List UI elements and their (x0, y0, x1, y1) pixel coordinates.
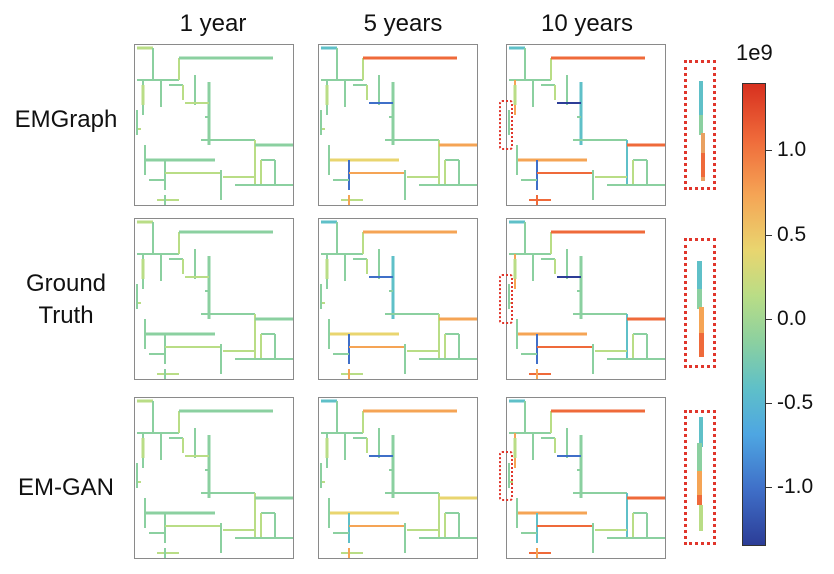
colorbar-tick-label: -0.5 (777, 390, 814, 414)
heatmap-panel-emgraph-1-year (134, 44, 294, 206)
heatmap-panel-em-gan-1-year (134, 397, 294, 559)
row-label-emgraph: EMGraph (14, 106, 118, 133)
colorbar-exponent: 1e9 (736, 40, 773, 65)
column-title-10-years: 10 years (540, 10, 634, 37)
heatmap-panel-ground-truth-10-years (506, 218, 666, 380)
row-label-em-gan: EM-GAN (18, 474, 114, 501)
column-title-1-year: 1 year (179, 10, 247, 37)
zoom-trace-em-gan (697, 417, 703, 531)
heatmap-panel-em-gan-5-years (318, 397, 478, 559)
colorbar-tick-label: 1.0 (777, 138, 807, 162)
heatmap-panel-em-gan-10-years (506, 397, 666, 559)
colorbar-tick-mark (765, 150, 772, 152)
colorbar-tick-mark (765, 318, 772, 320)
highlight-box-em-gan (499, 451, 513, 501)
heatmap-panel-emgraph-5-years (318, 44, 478, 206)
colorbar-tick-label: 0.5 (777, 222, 807, 246)
zoom-trace-emgraph (699, 81, 705, 181)
colorbar-tick-mark (765, 487, 772, 489)
colorbar-tick-mark (765, 402, 772, 404)
heatmap-panel-emgraph-10-years (506, 44, 666, 206)
heatmap-panel-ground-truth-5-years (318, 218, 478, 380)
colorbar (742, 83, 766, 546)
colorbar-tick-mark (765, 234, 772, 236)
highlight-box-ground-truth (499, 274, 513, 324)
zoom-inset-em-gan (684, 410, 716, 545)
zoom-trace-ground-truth (697, 261, 704, 357)
zoom-inset-ground-truth (684, 238, 716, 368)
heatmap-panel-ground-truth-1-year (134, 218, 294, 380)
colorbar-tick-label: -1.0 (777, 475, 814, 499)
zoom-inset-emgraph (684, 60, 716, 190)
row-label-ground-truth: Ground Truth (25, 270, 107, 329)
column-title-5-years: 5 years (363, 10, 443, 37)
highlight-box-emgraph (499, 100, 513, 150)
colorbar-tick-label: 0.0 (777, 306, 807, 330)
